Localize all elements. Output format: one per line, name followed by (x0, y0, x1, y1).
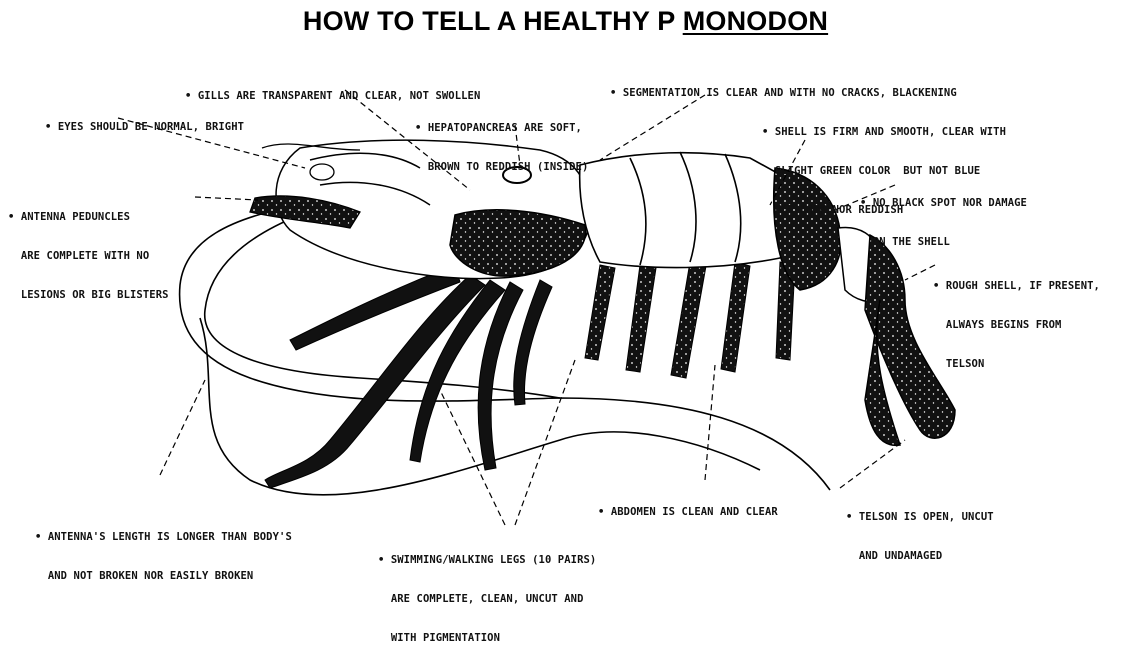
label-eyes: • EYES SHOULD BE NORMAL, BRIGHT (45, 95, 244, 160)
label-antenna-peduncles: • ANTENNA PEDUNCLES ARE COMPLETE WITH NO… (8, 185, 169, 328)
diagram-canvas: HOW TO TELL A HEALTHY P MONODON (0, 0, 1131, 573)
label-legs: • SWIMMING/WALKING LEGS (10 PAIRS) ARE C… (378, 528, 596, 671)
label-rough-shell: • ROUGH SHELL, IF PRESENT, ALWAYS BEGINS… (933, 254, 1100, 397)
label-abdomen: • ABDOMEN IS CLEAN AND CLEAR (598, 480, 778, 545)
label-telson: • TELSON IS OPEN, UNCUT AND UNDAMAGED (846, 485, 994, 589)
label-hepatopancreas: • HEPATOPANCREAS ARE SOFT, BROWN TO REDD… (415, 96, 588, 200)
swimmerets (585, 262, 795, 378)
label-antenna-length: • ANTENNA'S LENGTH IS LONGER THAN BODY'S… (35, 505, 292, 609)
walking-legs (265, 265, 552, 488)
